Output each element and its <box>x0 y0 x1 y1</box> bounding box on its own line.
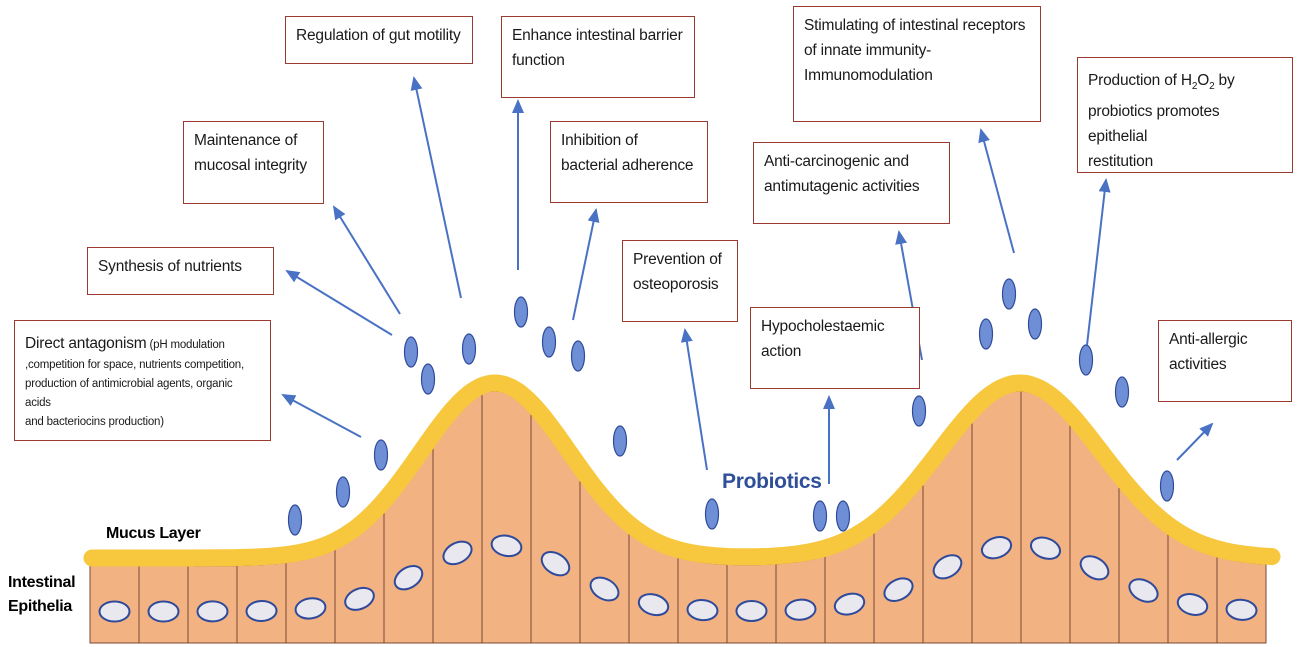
probiotic-bacterium <box>405 337 418 367</box>
box-direct-antagonism: Direct antagonism (pH modulation ,compet… <box>14 320 271 441</box>
probiotic-bacterium <box>980 319 993 349</box>
probiotic-bacterium <box>1161 471 1174 501</box>
carcino-line1: Anti-carcinogenic and <box>764 149 939 174</box>
probiotic-bacterium <box>1003 279 1016 309</box>
probiotic-bacterium <box>572 341 585 371</box>
box-osteoporosis: Prevention of osteoporosis <box>622 240 738 322</box>
barrier-line2: function <box>512 48 684 73</box>
probiotics-label: Probiotics <box>722 470 822 494</box>
box-anti-carcinogenic: Anti-carcinogenic and antimutagenic acti… <box>753 142 950 224</box>
box-mucosal-integrity: Maintenance of mucosal integrity <box>183 121 324 204</box>
arrow-h2o2 <box>1087 180 1106 345</box>
h2o2-line1: Production of H2O2 by <box>1088 68 1282 99</box>
allergic-line1: Anti-allergic <box>1169 327 1281 352</box>
cell-nucleus <box>246 601 277 622</box>
probiotic-bacterium <box>375 440 388 470</box>
arrow-bacterial-adherence <box>573 210 596 320</box>
box-gut-motility: Regulation of gut motility <box>285 16 473 64</box>
receptors-line3: Immunomodulation <box>804 63 1030 88</box>
antagonism-small4: and bacteriocins production) <box>25 413 260 432</box>
barrier-line1: Enhance intestinal barrier <box>512 23 684 48</box>
box-bacterial-adherence: Inhibition of bacterial adherence <box>550 121 708 203</box>
h2o2-mid: O <box>1197 72 1209 89</box>
arrow-mucosal-integrity <box>334 207 400 314</box>
hypochol-line2: action <box>761 339 909 364</box>
cell-nucleus <box>197 601 227 621</box>
mucosal-line1: Maintenance of <box>194 128 313 153</box>
probiotic-bacterium <box>706 499 719 529</box>
adherence-line1: Inhibition of <box>561 128 697 153</box>
arrow-direct-antagonism <box>283 395 361 437</box>
probiotic-bacterium <box>814 501 827 531</box>
box-h2o2: Production of H2O2 by probiotics promote… <box>1077 57 1293 173</box>
antagonism-small2: ,competition for space, nutrients compet… <box>25 356 260 375</box>
probiotic-bacterium <box>422 364 435 394</box>
arrow-synthesis-nutrients <box>287 271 392 335</box>
antagonism-small1: (pH modulation <box>147 339 225 351</box>
receptors-line2: of innate immunity- <box>804 38 1030 63</box>
allergic-line2: activities <box>1169 352 1281 377</box>
antagonism-line1: Direct antagonism (pH modulation <box>25 331 260 356</box>
box-barrier-function: Enhance intestinal barrier function <box>501 16 695 98</box>
box-anti-allergic: Anti-allergic activities <box>1158 320 1292 402</box>
mucosal-line2: mucosal integrity <box>194 153 313 178</box>
box-immunomodulation: Stimulating of intestinal receptors of i… <box>793 6 1041 122</box>
arrow-immunomodulation <box>981 130 1014 253</box>
arrow-anti-allergic <box>1177 424 1212 460</box>
box-hypocholestaemic: Hypocholestaemic action <box>750 307 920 389</box>
probiotic-bacterium <box>515 297 528 327</box>
box-synthesis-nutrients: Synthesis of nutrients <box>87 247 274 295</box>
antagonism-big: Direct antagonism <box>25 335 147 352</box>
osteo-line2: osteoporosis <box>633 272 727 297</box>
epithelial-cell <box>972 391 1021 643</box>
carcino-line2: antimutagenic activities <box>764 174 939 199</box>
probiotic-bacterium <box>337 477 350 507</box>
epithelia-line1: Intestinal <box>8 571 75 595</box>
receptors-line1: Stimulating of intestinal receptors <box>804 13 1030 38</box>
probiotic-bacterium <box>837 501 850 531</box>
arrow-osteoporosis <box>685 330 707 470</box>
gut-motility-text: Regulation of gut motility <box>296 27 461 44</box>
arrow-gut-motility <box>414 78 461 298</box>
cell-nucleus <box>736 601 766 621</box>
probiotic-bacterium <box>289 505 302 535</box>
epithelial-cell <box>482 391 531 643</box>
h2o2-line2: probiotics promotes epithelial <box>1088 99 1282 149</box>
probiotic-bacterium <box>1029 309 1042 339</box>
epithelial-cell <box>286 549 335 643</box>
antagonism-small3: production of antimicrobial agents, orga… <box>25 375 260 413</box>
intestinal-epithelia-label: Intestinal Epithelia <box>8 571 75 619</box>
mucus-layer-label: Mucus Layer <box>106 525 201 543</box>
cell-nucleus <box>100 602 130 622</box>
h2o2-post: by <box>1214 72 1234 89</box>
hypochol-line1: Hypocholestaemic <box>761 314 909 339</box>
adherence-line2: bacterial adherence <box>561 153 697 178</box>
probiotic-bacterium <box>913 396 926 426</box>
h2o2-pre: Production of H <box>1088 72 1192 89</box>
probiotic-bacterium <box>614 426 627 456</box>
nutrients-text: Synthesis of nutrients <box>98 258 242 275</box>
probiotic-bacterium <box>463 334 476 364</box>
probiotic-bacterium <box>1080 345 1093 375</box>
epithelia-line2: Epithelia <box>8 595 75 619</box>
probiotic-bacterium <box>543 327 556 357</box>
osteo-line1: Prevention of <box>633 247 727 272</box>
probiotic-bacterium <box>1116 377 1129 407</box>
cell-nucleus <box>149 602 179 622</box>
epithelial-cell <box>1021 391 1070 643</box>
h2o2-line3: restitution <box>1088 149 1282 174</box>
